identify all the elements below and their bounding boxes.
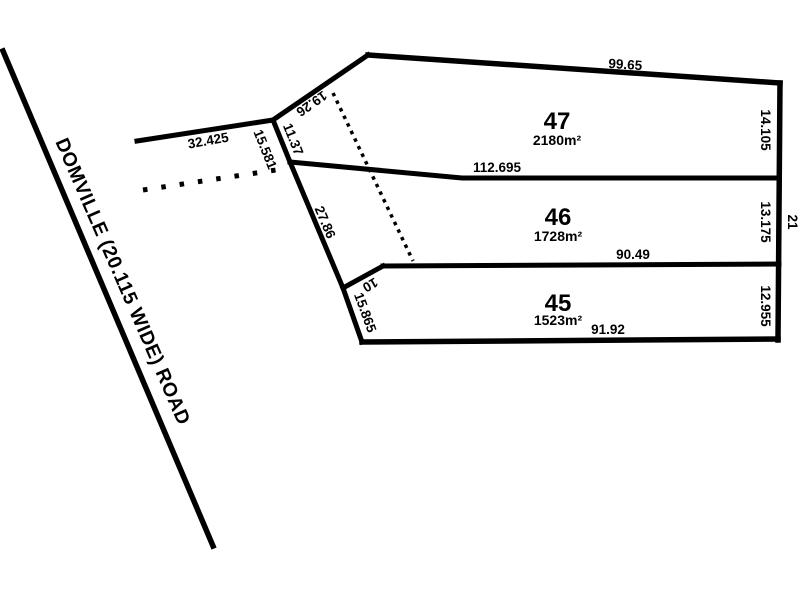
lot45-area: 1523m² <box>534 312 583 328</box>
lot45-northwest-edge <box>339 262 387 292</box>
east-boundary <box>775 80 783 343</box>
dim-lot46-47-boundary: 112.695 <box>473 160 522 175</box>
lot47-west-boundary <box>269 51 372 124</box>
dim-lot45-east: 12.955 <box>758 285 773 327</box>
road-line <box>0 47 217 550</box>
dim-lot45-northwest: 10 <box>360 275 381 296</box>
lot47-number: 47 <box>544 108 571 135</box>
dotted-line-west <box>142 167 277 193</box>
lot46-area: 1728m² <box>534 228 583 244</box>
dim-lot47-east: 14.105 <box>758 109 773 151</box>
dim-lot46-east: 13.175 <box>758 201 773 243</box>
dim-lot45-46-boundary: 90.49 <box>616 247 650 262</box>
lot46-47-boundary <box>287 159 782 181</box>
lot47-north-boundary <box>365 52 783 86</box>
road-frontage-edge <box>269 116 294 166</box>
dim-northwest-boundary: 32.425 <box>187 130 231 152</box>
lot46-number: 46 <box>545 204 572 231</box>
dim-lot45-south: 91.92 <box>591 322 625 337</box>
lot46-west-boundary <box>286 158 347 292</box>
lot45-number: 45 <box>545 290 572 317</box>
dim-road-frontage-left: 15.581 <box>250 127 280 171</box>
dim-east-total: 21 <box>785 214 800 230</box>
lot45-46-boundary <box>380 261 782 269</box>
northwest-boundary-line <box>134 117 276 144</box>
lot45-west-boundary <box>339 284 366 346</box>
road-name-label: DOMVILLE (20.115 WIDE) ROAD <box>51 135 195 428</box>
lot45-south-boundary <box>359 336 781 345</box>
dim-lot47-north: 99.65 <box>608 56 643 73</box>
dotted-line-diagonal <box>331 92 415 262</box>
lot47-area: 2180m² <box>533 132 582 148</box>
